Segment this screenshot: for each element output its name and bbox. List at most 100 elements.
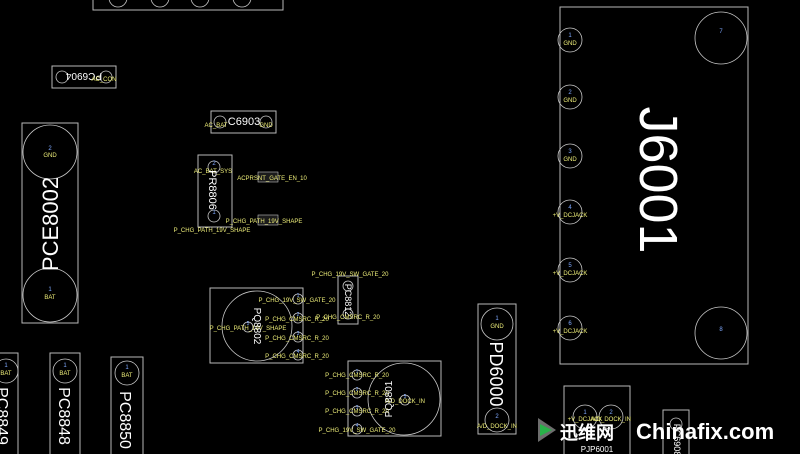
j6001-pin6-label: 6 [568,321,572,327]
component-PJP6001[interactable]: 1 +V_DCJACK 2 A/D_DOCK_IN PJP6001 [563,385,631,454]
pjp6001-pin2-label: 2 [609,410,613,416]
pq8802-pin1-label: 1 [297,293,300,299]
pjp6001-pin1-label: 1 [583,410,587,416]
pd6000-refdes: PD6000 [486,341,506,406]
j6001-pin2-label: 2 [568,90,572,96]
pc8849-refdes: PC8849 [0,387,10,445]
pr8806-pin2-net: AC_BAT_SYS [194,169,232,175]
j6001-pin1-label: 1 [568,33,572,39]
pq8801-pin3-label: 3 [356,405,359,411]
component-PR8806[interactable]: 2 AC_BAT_SYS 1 P_CHG_PATH_19V_SHAPE PR88… [174,154,251,234]
pjp6001-pin1-net: +V_DCJACK [568,417,603,423]
pq8802-pin4-label: 4 [297,349,300,355]
pq8802-pin1-net: P_CHG_19V_SW_GATE_20 [259,298,337,304]
pd6000-pin2-net: A/D_DOCK_IN [477,424,517,430]
pc8848-pin1-net: BAT [59,371,71,377]
pc8849-pin1-label: 1 [4,363,8,369]
pq8802-pin2-net: P_CHG_CMSRC_R_20 [265,317,329,323]
pce8002-pin2-net: GND [43,153,57,159]
smd-part-bottom[interactable]: P_CHG_PATH_19V_SHAPE [226,214,303,226]
watermark-cn-text: 迅维网 [560,422,614,443]
j6001-pin6-net: +V_DCJACK [553,329,588,335]
pc8850-refdes: PC8850 [116,391,133,449]
pce8002-pin1-label: 1 [48,287,52,293]
pq8802-pin3-label: 3 [297,331,300,337]
pq8801-pin3-net: P_CHG_CMSRC_R_20 [325,409,389,415]
component-PD6000[interactable]: 1 GND 2 A/D_DOCK_IN PD6000 [477,303,517,435]
pce8002-refdes: PCE8002 [38,177,63,271]
pq8802-pin5-label: 5 [247,321,250,327]
pq8801-pin2-label: 2 [356,387,359,393]
watermark-en-text: Chinafix.com [636,419,774,444]
pd6000-pin2-label: 2 [495,414,499,420]
pjp6001-refdes: PJP6001 [581,445,614,454]
pc8848-refdes: PC8848 [55,387,72,445]
pc8848-pin1-label: 1 [63,363,67,369]
component-PC8848[interactable]: 1 BAT PC8848 [49,352,81,454]
acpr-gate-net: ACPRSNT_GATE_EN_10 [237,176,307,182]
pc8812-net-top: P_CHG_19V_SW_GATE_20 [312,272,390,278]
pce8002-pin2-label: 2 [48,146,52,152]
watermark-logo-icon [538,418,556,442]
component-PQ8801[interactable]: 1 P_CHG_CMSRC_R_20 2 P_CHG_CMSRC_R_20 3 … [319,360,442,437]
pq8801-pin4-label: 4 [356,423,359,429]
pq8801-refdes: PQ8801 [384,380,395,417]
component-PC8849[interactable]: 1 BAT PC8849 [0,352,19,454]
j6001-pin3-label: 3 [568,149,572,155]
j6001-pin4-label: 4 [568,205,572,211]
j6001-pin2-net: GND [563,98,577,104]
smd-part-top[interactable]: ACPRSNT_GATE_EN_10 [237,171,307,183]
pc8812-net-bottom: P_CHG_CMSRC_R_20 [316,315,380,321]
pq8802-refdes: PQ8802 [251,308,262,345]
c6903-net1: AC_BAT [205,123,228,129]
watermark: 迅维网 Chinafix.com [538,418,774,444]
pc6908-refdes: PC6908 [672,424,682,454]
pc8850-pin1-label: 1 [125,365,129,371]
pce8002-pin1-net: BAT [44,295,56,301]
c6903-net2: GND [259,123,273,129]
j6001-pin5-label: 5 [568,263,572,269]
component-PCE8002[interactable]: 2 GND 1 BAT PCE8002 [21,122,79,324]
pq8802-pin2-label: 2 [297,312,300,318]
pr8806-pin1-net: P_CHG_PATH_19V_SHAPE [174,228,251,234]
j6001-refdes: J6001 [628,106,688,253]
path-shape-net-top: P_CHG_PATH_19V_SHAPE [226,219,303,225]
j6001-pin5-net: +V_DCJACK [553,271,588,277]
component-C6903[interactable]: C6903 AC_BAT GND [205,110,277,134]
pd6000-pin1-label: 1 [495,316,499,322]
pc6904-net: AC_CON [91,77,116,83]
component-PC8850[interactable]: 1 BAT PC8850 [110,356,144,454]
component-PQ8802[interactable]: 1 P_CHG_19V_SW_GATE_20 2 P_CHG_CMSRC_R_2… [209,287,337,364]
pc6904-refdes: PC6904 [65,70,102,81]
pr8806-pin2-label: 2 [212,161,216,167]
pc8849-pin1-net: BAT [0,371,12,377]
pq8801-pin1-label: 1 [356,369,359,375]
pq8801-pin5-net: A/D_DOCK_IN [385,399,425,405]
partial-component-top [92,0,284,11]
pc8850-pin1-net: BAT [121,373,133,379]
pq8801-pin5-label: 5 [404,394,407,400]
j6001-pin4-net: +V_DCJACK [553,213,588,219]
pq8802-pin4-net: P_CHG_CMSRC_R_20 [265,354,329,360]
c6903-refdes: C6903 [228,116,260,128]
component-PC6908[interactable]: PC6908 [662,409,690,454]
pq8801-pin4-net: P_CHG_19V_SW_GATE_20 [319,428,397,434]
pq8801-pin1-net: P_CHG_CMSRC_R_20 [325,373,389,379]
pd6000-pin1-net: GND [490,324,504,330]
pr8806-pin1-label: 1 [212,210,216,216]
component-PC6904[interactable]: PC6904 AC_CON [51,65,117,89]
pq8802-pin3-net: P_CHG_CMSRC_R_20 [265,336,329,342]
j6001-pin3-net: GND [563,157,577,163]
connector-J6001[interactable]: 7 8 1 GND 2 GND 3 GND 4 +V_DCJACK 5 +V_D… [553,6,749,365]
pjp6001-pin2-net: A/D_DOCK_IN [591,417,631,423]
pc8812-refdes: PC8812 [343,284,353,317]
j6001-pin8-label: 8 [719,327,723,333]
component-PC8812[interactable]: PC8812 P_CHG_19V_SW_GATE_20 P_CHG_CMSRC_… [312,272,390,325]
pq8801-pin2-net: P_CHG_CMSRC_R_20 [325,391,389,397]
j6001-pin7-label: 7 [719,29,723,35]
pr8806-refdes: PR8806 [206,170,218,210]
j6001-pin1-net: GND [563,41,577,47]
pq8802-pin5-net: P_CHG_PATH_19V_SHAPE [210,326,287,332]
